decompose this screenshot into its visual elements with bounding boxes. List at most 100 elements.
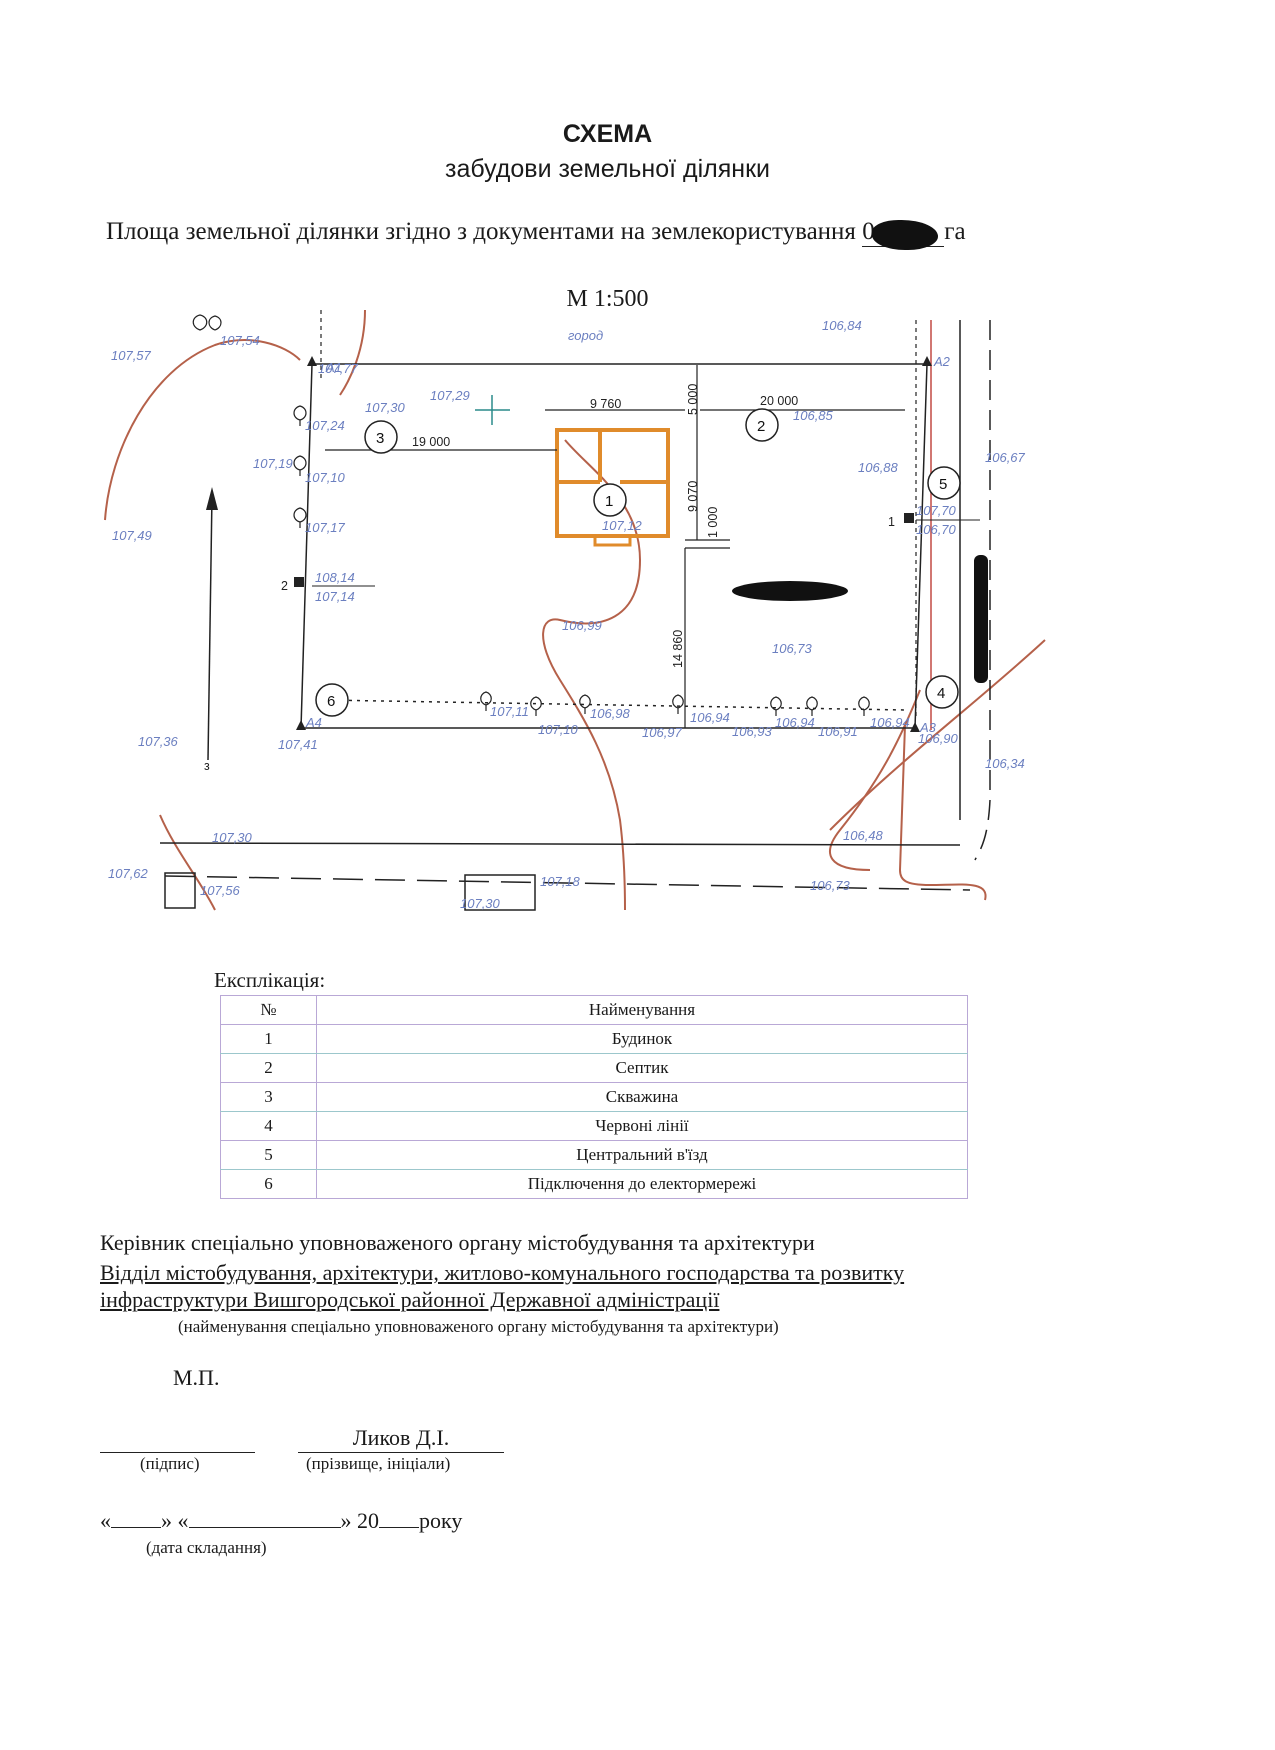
svg-text:107,24: 107,24 <box>305 418 345 433</box>
terrain-contours <box>104 309 1046 911</box>
explication-label: Експлікація: <box>214 968 326 992</box>
svg-text:106,67: 106,67 <box>985 450 1026 465</box>
side-label-2: 2 <box>281 579 288 593</box>
marker-power <box>315 683 349 717</box>
marker-well <box>364 420 398 454</box>
point-a4: А4 <box>305 715 322 730</box>
col-name-header: Найменування <box>316 995 968 1025</box>
document-title: СХЕМА <box>562 120 653 148</box>
geodetic-cross-icon <box>475 395 510 425</box>
area-value: 0 <box>862 218 945 250</box>
svg-text:106,94: 106,94 <box>690 710 730 725</box>
svg-text:106,84: 106,84 <box>822 318 862 333</box>
svg-text:106,91: 106,91 <box>818 724 858 739</box>
svg-text:107,14: 107,14 <box>315 589 355 604</box>
svg-text:107,54: 107,54 <box>220 333 260 348</box>
side-label-1: 1 <box>888 515 895 529</box>
svg-text:106,94: 106,94 <box>775 715 815 730</box>
svg-text:106,88: 106,88 <box>858 460 899 475</box>
svg-text:107,57: 107,57 <box>111 348 152 363</box>
svg-text:107,10: 107,10 <box>538 722 579 737</box>
dim-rear-depth: 14 860 <box>671 630 685 668</box>
stamp-place: М.П. <box>173 1365 220 1390</box>
point-a1: А1 <box>325 360 342 375</box>
svg-text:107,49: 107,49 <box>112 528 152 543</box>
north-arrow-icon <box>206 487 218 761</box>
svg-text:107,17: 107,17 <box>305 520 346 535</box>
svg-text:108,14: 108,14 <box>315 570 355 585</box>
area-unit: га <box>944 218 966 245</box>
marker-6-number: 6 <box>327 693 335 710</box>
svg-text:107,18: 107,18 <box>540 874 581 889</box>
marker-entrance <box>927 466 961 500</box>
marker-septic <box>745 408 779 442</box>
svg-text:107,29: 107,29 <box>430 388 470 403</box>
svg-text:106,97: 106,97 <box>642 725 683 740</box>
svg-text:106,90: 106,90 <box>918 731 959 746</box>
authority-name-line1: Відділ містобудування, архітектури, житл… <box>100 1260 905 1285</box>
svg-text:106,48: 106,48 <box>843 828 884 843</box>
marker-house <box>593 483 627 517</box>
svg-text:107,30: 107,30 <box>460 896 501 911</box>
tree-icons <box>192 314 870 716</box>
svg-text:106,94: 106,94 <box>870 715 910 730</box>
marker-4-number: 4 <box>937 685 945 702</box>
garden-label: город <box>568 328 603 343</box>
svg-text:106,85: 106,85 <box>793 408 834 423</box>
svg-text:107,12: 107,12 <box>602 518 643 533</box>
svg-text:107,11: 107,11 <box>490 704 529 719</box>
signature-line <box>100 1430 255 1453</box>
date-label: (дата складання) <box>146 1538 267 1557</box>
svg-text:106,34: 106,34 <box>985 756 1025 771</box>
table-header-row: № Найменування <box>220 995 968 1025</box>
site-plan: 9 760 20 000 19 000 5 000 9 070 1 000 14… <box>104 309 1046 911</box>
svg-text:106,93: 106,93 <box>732 724 773 739</box>
elevation-marks: 107,54 107,57 107,77 107,30 107,29 106,8… <box>108 318 1026 911</box>
col-number-header: № <box>220 995 317 1025</box>
dim-gap: 1 000 <box>706 507 720 538</box>
svg-text:107,30: 107,30 <box>212 830 253 845</box>
svg-text:107,10: 107,10 <box>305 470 346 485</box>
authority-heading: Керівник спеціально уповноваженого орган… <box>100 1230 815 1255</box>
marker-1-number: 1 <box>605 493 613 510</box>
north-label: з <box>204 759 210 773</box>
svg-text:106,98: 106,98 <box>590 706 631 721</box>
svg-text:107,19: 107,19 <box>253 456 293 471</box>
redaction-blot <box>732 581 848 601</box>
area-statement: Площа земельної ділянки згідно з докумен… <box>106 218 966 250</box>
marker-2-number: 2 <box>757 418 765 435</box>
house-outline <box>555 428 670 547</box>
svg-text:107,77: 107,77 <box>318 361 359 376</box>
authority-note: (найменування спеціально уповноваженого … <box>178 1317 779 1336</box>
area-prefix: Площа земельної ділянки згідно з докумен… <box>106 218 856 245</box>
svg-text:107,70: 107,70 <box>916 503 957 518</box>
dim-well-offset: 19 000 <box>412 435 450 449</box>
marker-red-lines <box>925 675 959 709</box>
svg-text:106,73: 106,73 <box>810 878 851 893</box>
corner-points <box>294 356 932 732</box>
dimension-lines <box>325 365 905 728</box>
svg-text:107,41: 107,41 <box>278 737 318 752</box>
plot-boundary <box>159 310 991 911</box>
redaction-blot <box>974 555 988 683</box>
svg-text:106,99: 106,99 <box>562 618 602 633</box>
point-a2: А2 <box>933 354 951 369</box>
object-markers <box>315 408 961 717</box>
plan-scale: М 1:500 <box>566 286 649 312</box>
signer-name: Ликов Д.І. <box>298 1425 504 1453</box>
svg-text:107,56: 107,56 <box>200 883 241 898</box>
signer-name-label: (прізвище, ініціали) <box>306 1454 451 1473</box>
svg-text:106,73: 106,73 <box>772 641 813 656</box>
dim-front-setback: 5 000 <box>686 384 700 415</box>
svg-text:107,62: 107,62 <box>108 866 149 881</box>
dim-septic-offset: 20 000 <box>760 394 798 408</box>
document-subtitle: забудови земельної ділянки <box>444 155 771 183</box>
marker-5-number: 5 <box>939 476 947 493</box>
